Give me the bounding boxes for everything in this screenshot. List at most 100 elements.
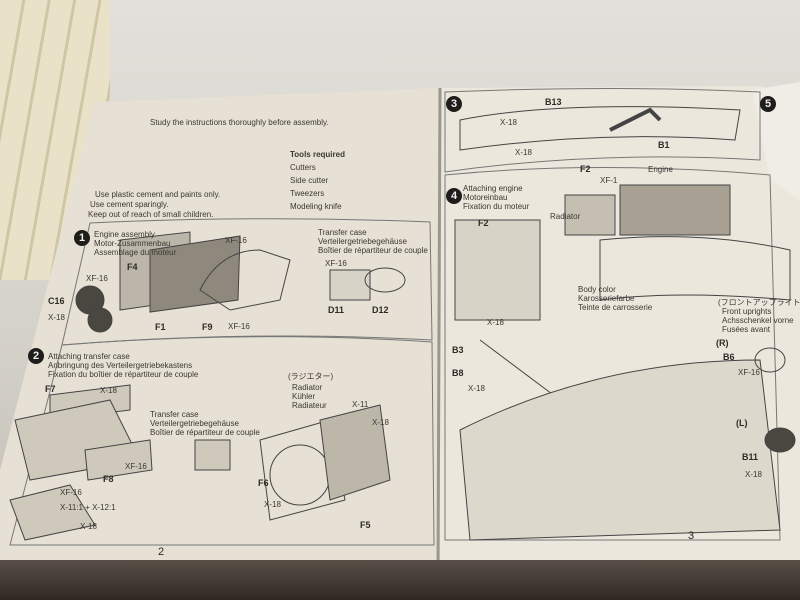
front-uprights-title-jp: (フロントアップライト)	[718, 298, 800, 307]
part-label: F8	[103, 474, 114, 484]
step-4-badge: 4	[446, 188, 462, 204]
radiator-title: Radiator	[292, 383, 323, 392]
paint-label: XF-16	[738, 368, 760, 377]
table-surface	[0, 560, 800, 600]
part-label: B6	[723, 352, 735, 362]
step-1-badge: 1	[74, 230, 90, 246]
step-2-badge: 2	[28, 348, 44, 364]
front-uprights-title-de: Achsschenkel vorne	[722, 316, 794, 325]
part-label: F4	[127, 262, 138, 272]
step2-frame	[9, 336, 435, 546]
transfer-case2-title-de: Verteilergetriebegehäuse	[150, 419, 239, 428]
paint-label: XF-1	[600, 176, 618, 185]
next-page-edge	[752, 82, 800, 200]
part-label: F2	[478, 218, 489, 228]
step2-title-fr: Fixation du boîtier de répartiteur de co…	[48, 370, 199, 379]
step-3-badge: 3	[446, 96, 462, 112]
step1-title-de: Motor-Zusammenbau	[94, 239, 171, 248]
page-number-left: 2	[158, 546, 165, 558]
part-label: D12	[372, 305, 389, 315]
tool-label: Modeling knife	[290, 202, 342, 211]
engine-label: Engine	[648, 165, 673, 174]
paint-label: XF-16	[60, 488, 82, 497]
step2-drawing	[9, 384, 391, 541]
screw-label: X-18	[745, 470, 762, 479]
intro-text: Use plastic cement and paints only.	[95, 190, 220, 199]
step2-title-de: Anbringung des Verteilergetriebekastens	[48, 361, 193, 370]
step3-frame	[444, 88, 761, 173]
intro-line: Keep out of reach of small children.	[88, 210, 214, 219]
transfer-case2-title-fr: Boîtier de répartiteur de couple	[150, 428, 260, 437]
intro-text: Study the instructions thoroughly before…	[150, 118, 329, 127]
tool-label: Cutters	[290, 163, 316, 172]
screw-label: X-18	[515, 148, 532, 157]
radiator-title-de: Kühler	[292, 392, 316, 401]
transfer-case-drawing	[329, 267, 406, 301]
step3-drawing	[459, 106, 741, 151]
screw-label: X-18	[487, 318, 504, 327]
screw-label: X-18	[48, 313, 65, 322]
screw-label: X-18	[264, 500, 281, 509]
tool-label: Side cutter	[290, 176, 329, 185]
intro-line: Study the instructions thoroughly before…	[150, 118, 329, 127]
tool-label: Tweezers	[290, 189, 325, 198]
front-uprights-title: Front uprights	[722, 307, 772, 316]
intro-text: Use cement sparingly.	[90, 200, 169, 209]
intro-line: Use cement sparingly.	[90, 200, 169, 209]
part-label: F6	[258, 478, 269, 488]
transfer-case-title-fr: Boîtier de répartiteur de couple	[318, 246, 428, 255]
paint-label: XF-16	[325, 259, 347, 268]
radiator-title-fr: Radiateur	[292, 401, 327, 410]
screw-label: X-18	[372, 418, 389, 427]
step1-title-fr: Assemblage du moteur	[94, 248, 177, 257]
transfer-case-title: Transfer case	[318, 228, 367, 237]
screw-label: X-11	[352, 400, 369, 409]
step4-frame	[444, 167, 781, 541]
paint-label: XF-16	[86, 274, 108, 283]
transfer-case-title-de: Verteilergetriebegehäuse	[318, 237, 407, 246]
part-label: F2	[580, 164, 591, 174]
part-label: F7	[45, 384, 56, 394]
front-uprights-title-fr: Fusées avant	[722, 325, 771, 334]
step4-title-fr: Fixation du moteur	[463, 202, 530, 211]
part-label: B8	[452, 368, 464, 378]
transfer-case2-title: Transfer case	[150, 410, 199, 419]
body-color-label-fr: Teinte de carrosserie	[578, 303, 653, 312]
screw-label: X-18	[100, 386, 117, 395]
step4-title-de: Motoreinbau	[463, 193, 508, 202]
step1-title: Engine assembly	[94, 230, 155, 239]
screw-label: X-18	[500, 118, 517, 127]
left-side-label: (L)	[736, 418, 748, 428]
screw-label: X-11:1 + X-12:1	[60, 503, 116, 512]
step4-title: Attaching engine	[463, 184, 523, 193]
paint-label: XF-16	[125, 462, 147, 471]
part-label: B3	[452, 345, 464, 355]
page-gutter	[436, 87, 442, 576]
screw-label: X-18	[80, 522, 97, 531]
paint-label: XF-16	[225, 236, 247, 245]
chassis-drawing	[454, 184, 796, 541]
part-label: B11	[742, 452, 759, 462]
part-label: C16	[48, 296, 65, 306]
step-5-badge: 5	[760, 96, 776, 112]
part-label: B13	[545, 97, 562, 107]
paint-label: XF-16	[228, 322, 250, 331]
tools-heading: Tools required	[290, 150, 345, 159]
intro-line: Use plastic cement and paints only.	[95, 190, 221, 199]
body-color-label: Body color	[578, 285, 616, 294]
part-label: F5	[360, 520, 371, 530]
part-label: F1	[155, 322, 166, 332]
radiator-label: Radiator	[550, 212, 581, 221]
screw-label: X-18	[468, 384, 485, 393]
step2-title: Attaching transfer case	[48, 352, 130, 361]
part-label: B1	[658, 140, 670, 150]
intro-text: Keep out of reach of small children.	[88, 210, 213, 219]
engine-drawing	[75, 231, 291, 333]
page-number-right: 3	[688, 530, 695, 542]
right-side-label: (R)	[716, 338, 729, 348]
part-label: F9	[202, 322, 213, 332]
radiator-title-jp: (ラジエター)	[288, 372, 334, 381]
body-color-label-de: Karosseriefarbe	[578, 294, 635, 303]
